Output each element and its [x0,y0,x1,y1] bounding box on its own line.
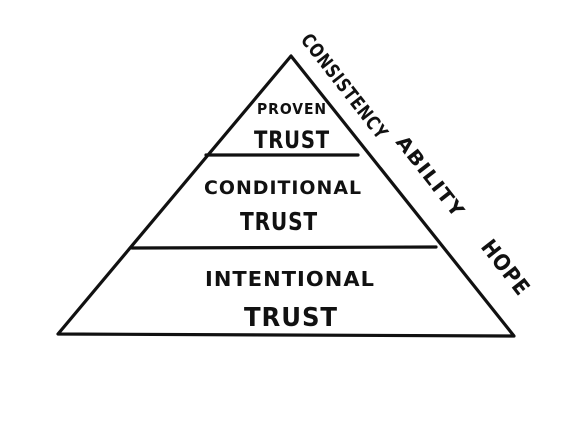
tier-conditional-subtitle: TRUST [240,207,318,236]
side-labels: CONSISTENCY ABILITY HOPE [296,30,534,302]
pyramid-triangle [56,54,516,338]
tier-conditional: CONDITIONAL TRUST [204,177,362,236]
tier-proven-subtitle: TRUST [254,126,330,154]
pyramid-outline [56,54,516,338]
tier-intentional-subtitle: TRUST [244,303,338,333]
tier-proven: PROVEN TRUST [254,100,330,154]
tier-intentional: INTENTIONAL TRUST [205,267,375,333]
tier-conditional-title: CONDITIONAL [204,177,362,199]
side-label-ability: ABILITY [391,132,469,223]
divider-bottom [130,245,438,250]
side-label-hope: HOPE [475,235,534,301]
tier-proven-title: PROVEN [257,100,327,118]
tier-intentional-title: INTENTIONAL [205,267,375,291]
